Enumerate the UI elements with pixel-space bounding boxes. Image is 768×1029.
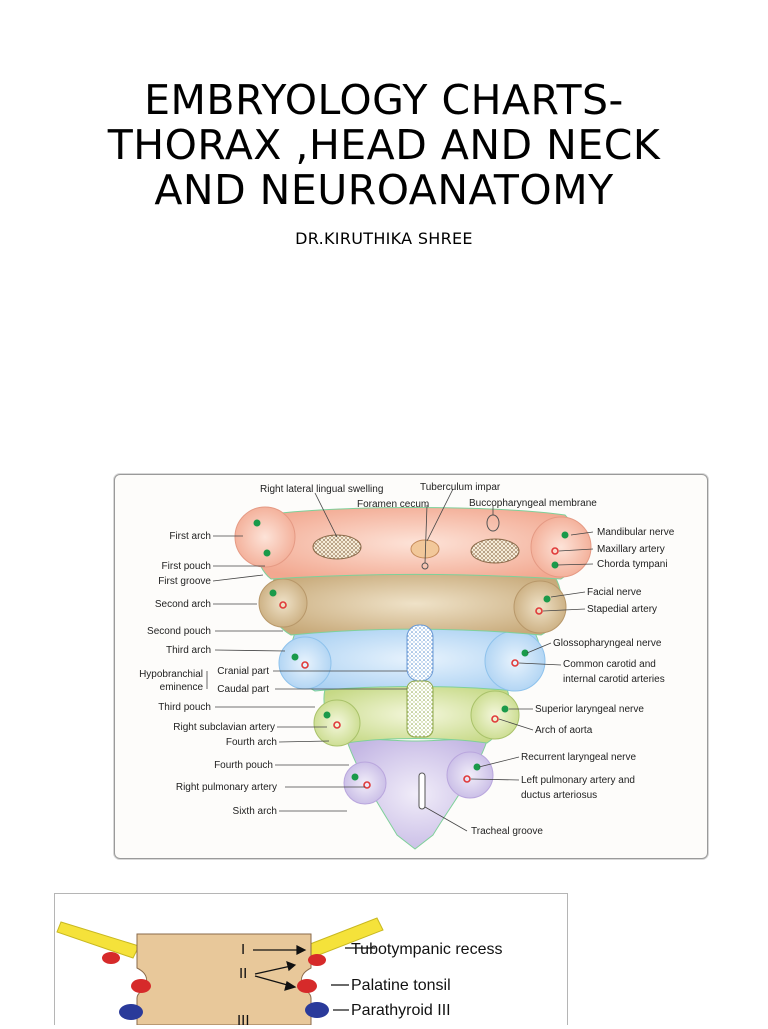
nerve-dot: [351, 773, 359, 781]
nerve-markers: [253, 519, 569, 781]
label-buccopharyngeal: Buccopharyngeal membrane: [469, 498, 597, 509]
label-fourth-arch: Fourth arch: [226, 737, 277, 748]
label-carotid-1: Common carotid and: [563, 659, 656, 670]
label-third-pouch: Third pouch: [158, 702, 211, 713]
fourth-arch-right: [470, 690, 520, 740]
nerve-dot: [561, 531, 569, 539]
hypobranchial-caudal: [406, 680, 434, 738]
label-palatine-tonsil: Palatine tonsil: [351, 977, 451, 994]
label-second-arch: Second arch: [155, 599, 211, 610]
left-labels: First arch First pouch First groove Seco…: [139, 531, 277, 817]
label-pulmonary: Right pulmonary artery: [176, 782, 277, 793]
first-arch-right: [530, 516, 592, 578]
label-glosso: Glossopharyngeal nerve: [553, 638, 662, 649]
label-mandibular: Mandibular nerve: [597, 527, 675, 538]
artery-ring: [301, 661, 309, 669]
right-lingual-swelling: [470, 538, 520, 564]
title-line-2: THORAX ,HEAD AND NECK: [107, 121, 661, 169]
label-second-pouch: Second pouch: [147, 626, 211, 637]
title-line-3: AND NEUROANATOMY: [154, 166, 614, 214]
right-parathyroid-blue: [305, 1002, 329, 1018]
label-aorta: Arch of aorta: [535, 725, 593, 736]
label-third-arch: Third arch: [166, 645, 211, 656]
artery-ring: [511, 659, 519, 667]
label-left-pulm-1: Left pulmonary artery and: [521, 775, 635, 786]
numeral-three: III: [237, 1012, 250, 1025]
label-carotid-2: internal carotid arteries: [563, 674, 665, 685]
pharyngeal-arches-figure: Right lateral lingual swelling Tuberculu…: [114, 474, 708, 859]
third-arch-right: [484, 630, 546, 692]
right-bulge-red: [297, 979, 317, 993]
left-lingual-swelling: [312, 534, 362, 560]
artery-ring: [333, 721, 341, 729]
left-bulge-red: [131, 979, 151, 993]
second-arch-left: [258, 578, 308, 628]
right-tonsil-red: [308, 954, 326, 966]
label-fourth-pouch: Fourth pouch: [214, 760, 273, 771]
artery-ring: [279, 601, 287, 609]
label-left-pulm-2: ductus arteriosus: [521, 790, 597, 801]
label-first-groove: First groove: [158, 576, 211, 587]
fourth-arch-left: [313, 699, 361, 747]
pouch-derivatives-diagram: I II III Tubotympanic recess Palatine to…: [56, 917, 502, 1029]
label-subclavian: Right subclavian artery: [173, 722, 275, 733]
left-tube: [56, 921, 140, 959]
left-parathyroid-blue: [119, 1004, 143, 1020]
label-caudal-part: Caudal part: [217, 684, 269, 695]
nerve-dot: [473, 763, 481, 771]
title-line-1: EMBRYOLOGY CHARTS-: [144, 76, 624, 124]
artery-ring: [491, 715, 499, 723]
artery-ring: [463, 775, 471, 783]
nerve-dot: [551, 561, 559, 569]
artery-ring: [535, 607, 543, 615]
label-first-arch: First arch: [169, 531, 211, 542]
label-tuberculum-impar: Tuberculum impar: [420, 482, 501, 493]
leader-lines: [212, 488, 594, 832]
left-tonsil-red: [102, 952, 120, 964]
label-hypobranchial-1: Hypobranchial: [139, 669, 203, 680]
nerve-dot: [291, 653, 299, 661]
pouch-derivatives-figure: I II III Tubotympanic recess Palatine to…: [54, 893, 568, 1029]
artery-ring: [551, 547, 559, 555]
pointer-lines: [253, 945, 375, 1011]
label-sup-laryngeal: Superior laryngeal nerve: [535, 704, 644, 715]
label-tubotympanic: Tubotympanic recess: [351, 941, 502, 958]
label-lingual-swelling: Right lateral lingual swelling: [260, 484, 383, 495]
author-name: DR.KIRUTHIKA SHREE: [295, 229, 473, 248]
tracheal-groove: [418, 772, 426, 810]
nerve-dot: [253, 519, 261, 527]
pharynx-body: [136, 933, 312, 1026]
label-foramen-cecum: Foramen cecum: [357, 499, 429, 510]
right-labels: Mandibular nerve Maxillary artery Chorda…: [471, 527, 675, 837]
artery-markers: [279, 547, 559, 789]
label-chorda: Chorda tympani: [597, 559, 668, 570]
page-title: EMBRYOLOGY CHARTS- THORAX ,HEAD AND NECK…: [40, 78, 728, 213]
label-hypobranchial-2: eminence: [160, 682, 204, 693]
label-parathyroid: Parathyroid III: [351, 1002, 451, 1019]
label-maxillary: Maxillary artery: [597, 544, 665, 555]
label-first-pouch: First pouch: [162, 561, 211, 572]
nerve-dot: [269, 589, 277, 597]
first-arch-left: [234, 506, 296, 568]
nerve-dot: [323, 711, 331, 719]
label-facial: Facial nerve: [587, 587, 642, 598]
third-arch-left: [278, 636, 332, 690]
numeral-two: II: [239, 965, 247, 982]
nerve-dot: [263, 549, 271, 557]
label-cranial-part: Cranial part: [217, 666, 269, 677]
nerve-dot: [521, 649, 529, 657]
hypobranchial-cranial: [406, 624, 434, 682]
label-recurrent: Recurrent laryngeal nerve: [521, 752, 636, 763]
sixth-arch-right: [446, 751, 494, 799]
nerve-dot: [543, 595, 551, 603]
label-tracheal: Tracheal groove: [471, 826, 543, 837]
second-arch-right: [513, 580, 567, 634]
label-sixth-arch: Sixth arch: [233, 806, 277, 817]
pharyngeal-arches-diagram: Right lateral lingual swelling Tuberculu…: [139, 482, 675, 850]
nerve-dot: [501, 705, 509, 713]
label-stapedial: Stapedial artery: [587, 604, 657, 615]
artery-ring: [363, 781, 371, 789]
numeral-one: I: [241, 941, 245, 958]
